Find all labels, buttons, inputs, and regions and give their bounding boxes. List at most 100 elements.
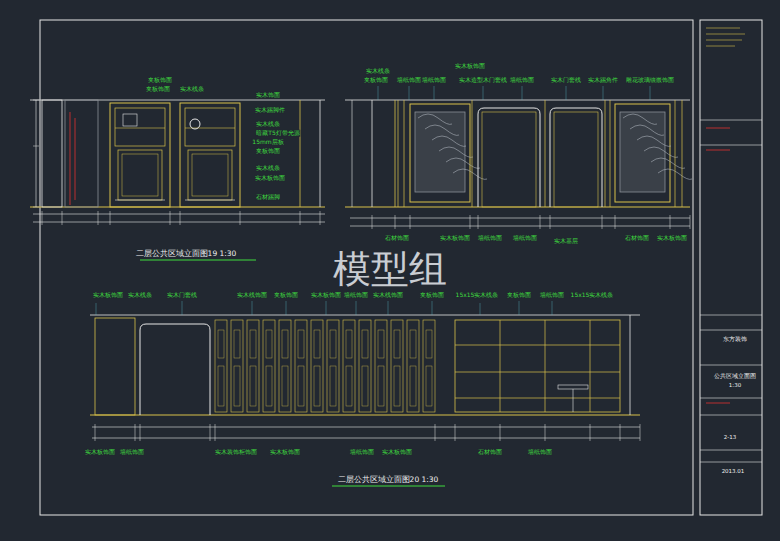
leader-line [566, 86, 567, 100]
title-underline [332, 486, 445, 487]
carving-ornament [651, 158, 685, 168]
leader-line [552, 301, 553, 315]
title-block-rule [700, 120, 762, 121]
wood-panel [247, 320, 259, 412]
material-callout: 夹板饰面 [255, 148, 281, 155]
leader-line [522, 86, 523, 100]
panel-strip [398, 100, 399, 207]
section-line [75, 118, 76, 200]
note-line [706, 46, 735, 47]
shelf [115, 128, 165, 129]
material-callout: 实木板饰面 [454, 63, 486, 70]
title-block-text: 东方装饰 [722, 336, 748, 342]
panel-inset [234, 330, 240, 358]
wood-panel [295, 320, 307, 412]
material-callout: 实木板饰面 [439, 235, 471, 242]
dimension-tick [590, 424, 591, 441]
material-callout: 实木板饰面 [92, 292, 124, 299]
carved-glass-panel [620, 112, 665, 192]
dimension-tick [33, 146, 39, 147]
carving-ornament [623, 114, 657, 124]
title-block-rule [700, 398, 762, 399]
vase-symbol [190, 119, 200, 129]
wall-line [395, 100, 396, 207]
table-leg [573, 389, 574, 412]
carving-ornament [425, 125, 459, 135]
shelf-unit [455, 320, 620, 412]
door-opening [550, 108, 602, 207]
ornament-symbol [123, 114, 137, 126]
panel-inset [426, 330, 432, 358]
material-callout: 实木板饰面 [84, 449, 116, 456]
dimension-tick [602, 215, 603, 229]
dimension-tick [215, 424, 216, 441]
material-callout: 墙纸饰面 [527, 449, 553, 456]
carving-ornament [637, 136, 671, 146]
leader-line [356, 301, 357, 315]
title-field [706, 128, 730, 129]
material-callout: 夹板饰面 [273, 292, 299, 299]
title-block-rule [700, 462, 762, 463]
panel-strip [682, 100, 683, 207]
wood-panel [375, 320, 387, 412]
dimension-tick [550, 215, 551, 229]
panel-strip [605, 100, 606, 207]
wood-panel [343, 320, 355, 412]
title-block-text: 公共区域立面图 [713, 373, 757, 379]
material-callout: 实木板饰面 [310, 292, 342, 299]
dimension-tick [300, 211, 301, 225]
dimension-tick [670, 215, 671, 229]
leader-line [480, 303, 481, 315]
dimension-tick [62, 211, 63, 225]
dimension-tick [33, 100, 39, 101]
material-callout: 实木线条 [365, 68, 391, 75]
material-callout: 实木线条 [255, 121, 281, 128]
dimension-tick [140, 424, 141, 441]
wall-panel [95, 318, 135, 415]
panel-inset [250, 366, 256, 406]
panel-strip [404, 100, 405, 207]
material-callout: 雕花玻璃镶嵌饰面 [625, 77, 675, 84]
leader-line [326, 301, 327, 315]
dimension-tick [455, 424, 456, 441]
panel-inset [394, 330, 400, 358]
section-line [70, 112, 71, 205]
material-callout: 墙纸饰面 [509, 77, 535, 84]
material-callout: 实木线条 [255, 165, 281, 172]
material-callout: 实木造型木门套线 [458, 77, 508, 84]
table-symbol [558, 385, 588, 389]
door-opening [478, 108, 540, 207]
material-callout: 实木基层 [553, 238, 579, 245]
material-callout: 夹板饰面 [506, 292, 532, 299]
dimension-line [33, 222, 325, 223]
panel-inset [298, 366, 304, 406]
wood-panel [263, 320, 275, 412]
title-block-rule [700, 450, 762, 451]
material-callout: 石材饰面 [477, 449, 503, 456]
leader-line [409, 86, 410, 100]
note-line [706, 40, 742, 41]
shelf-board [455, 372, 620, 373]
carving-ornament [644, 147, 678, 157]
wall-line [630, 315, 631, 415]
material-callout: 墙纸饰面 [421, 77, 447, 84]
carving-ornament [446, 158, 480, 168]
panel-inset [410, 330, 416, 358]
panel-inset [426, 366, 432, 406]
panel-inset [314, 366, 320, 406]
material-callout: 实木踢脚件 [254, 107, 286, 114]
panel-strip [610, 100, 611, 207]
wall-line [372, 100, 373, 207]
wood-panel [359, 320, 371, 412]
panel-inset [250, 330, 256, 358]
material-callout: 墙纸饰面 [512, 235, 538, 242]
dimension-tick [500, 424, 501, 441]
material-callout: 夹板饰面 [145, 86, 171, 93]
cabinet-door [118, 150, 162, 200]
leader-line [603, 86, 604, 100]
door-opening [140, 324, 210, 415]
leader-line [432, 301, 433, 315]
dimension-tick [478, 215, 479, 229]
material-callout: 实木板饰面 [381, 449, 413, 456]
